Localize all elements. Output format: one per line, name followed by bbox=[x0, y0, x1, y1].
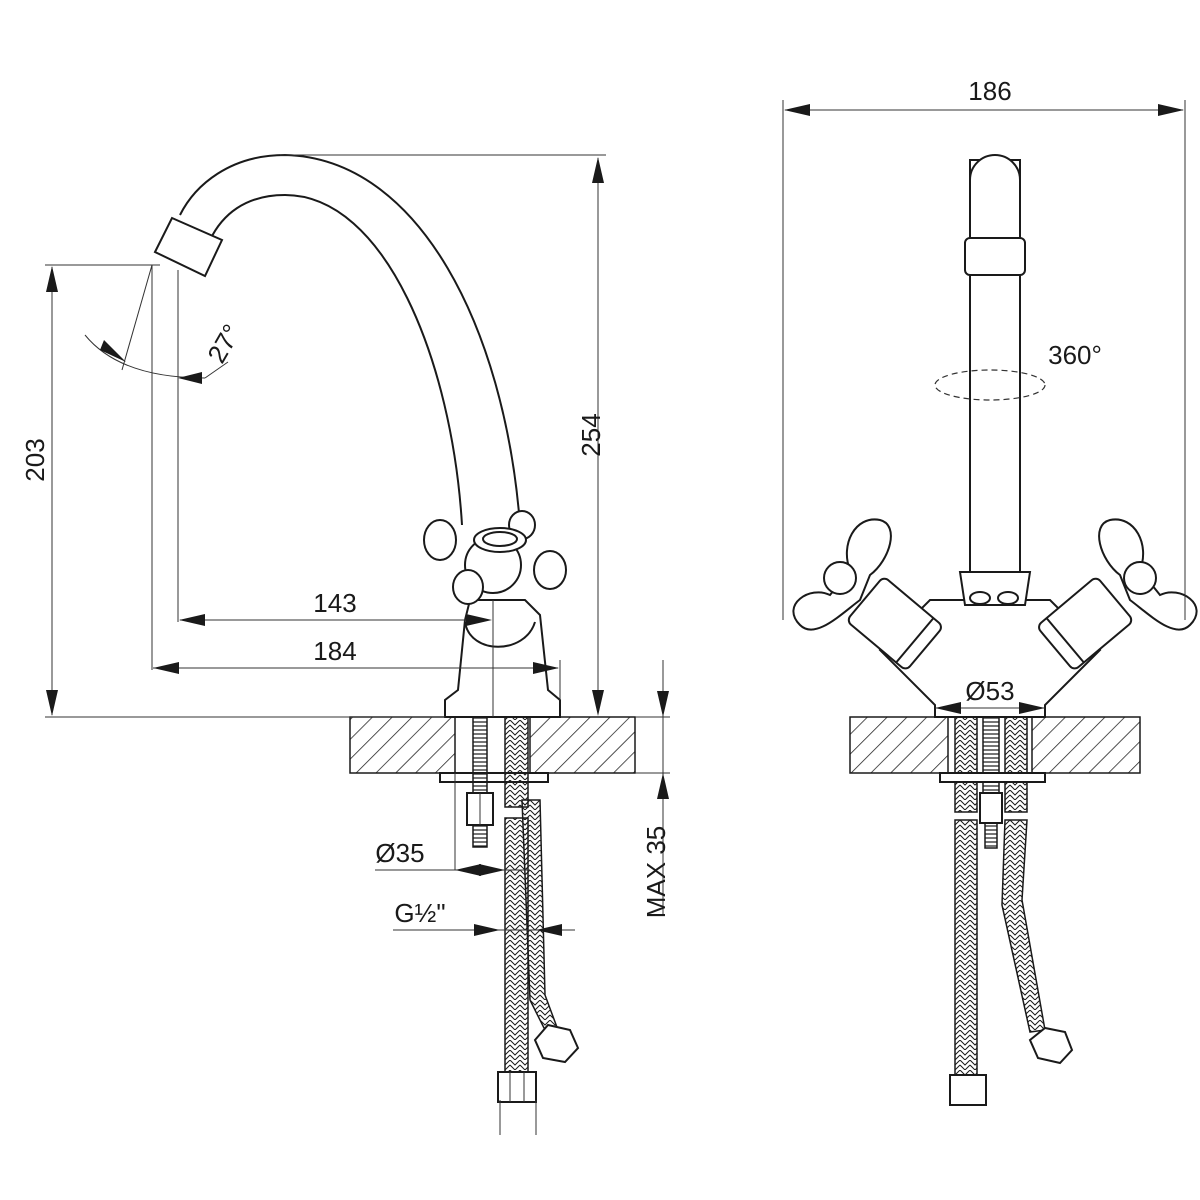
spout bbox=[153, 153, 521, 526]
extension-lines bbox=[45, 154, 670, 1135]
angle-27-label: 27° bbox=[201, 319, 247, 368]
dimension-width-186: 186 bbox=[782, 76, 1186, 620]
flexible-hoses bbox=[497, 716, 580, 1103]
dimension-hole-35: Ø35 bbox=[375, 838, 530, 876]
flexible-hoses-front bbox=[949, 781, 1074, 1106]
reach-184-label: 184 bbox=[313, 636, 356, 666]
cross-handle-right bbox=[1098, 518, 1198, 631]
faucet-body-front bbox=[847, 154, 1133, 718]
faucet-base bbox=[444, 599, 561, 718]
base-53-label: Ø53 bbox=[965, 676, 1014, 706]
dimension-reach-184: 184 bbox=[153, 636, 559, 674]
dimension-reach-143: 143 bbox=[179, 588, 492, 626]
height-254-label: 254 bbox=[576, 413, 606, 456]
dimension-height-254: 254 bbox=[576, 157, 606, 716]
thread-g12-label: G½" bbox=[394, 898, 445, 928]
dimension-outlet-height-203: 203 bbox=[20, 266, 58, 716]
dimension-max-35: MAX 35 bbox=[641, 660, 671, 918]
reach-143-label: 143 bbox=[313, 588, 356, 618]
front-view: 360° 186 Ø53 bbox=[782, 76, 1198, 1106]
countertop-section bbox=[349, 716, 636, 783]
dimension-angle-27: 27° bbox=[84, 264, 247, 384]
hole-35-label: Ø35 bbox=[375, 838, 424, 868]
mounting-bolt bbox=[466, 716, 494, 848]
side-view: 254 203 27° 143 18 bbox=[20, 153, 671, 1135]
countertop-section-front bbox=[849, 716, 1141, 808]
height-203-label: 203 bbox=[20, 438, 50, 481]
dimension-thread-g12: G½" bbox=[393, 898, 575, 936]
rotation-360-indicator: 360° bbox=[934, 340, 1102, 401]
cross-handle-left bbox=[792, 518, 892, 631]
width-186-label: 186 bbox=[968, 76, 1011, 106]
cross-handle bbox=[423, 510, 567, 605]
max-35-label: MAX 35 bbox=[641, 826, 671, 919]
dimension-base-53: Ø53 bbox=[935, 676, 1045, 714]
rotation-360-label: 360° bbox=[1048, 340, 1102, 370]
